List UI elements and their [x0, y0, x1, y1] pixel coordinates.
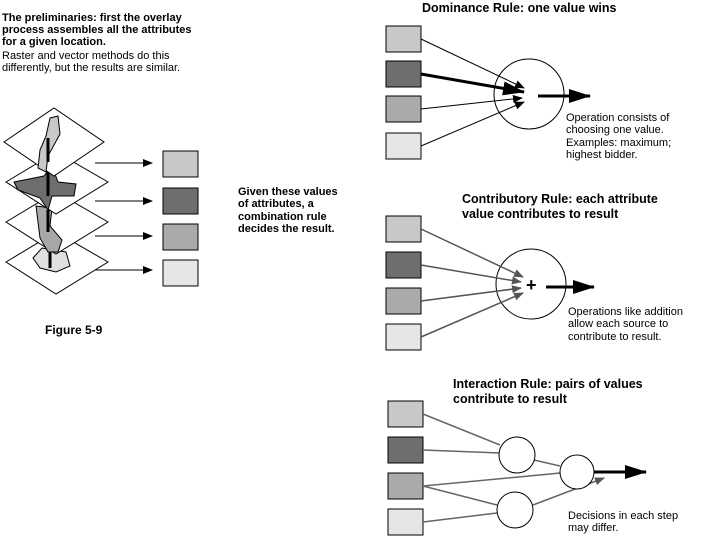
interaction-swatch-4 — [387, 508, 424, 536]
swatch-2 — [162, 187, 199, 215]
dominance-swatch-3 — [385, 95, 422, 123]
contributory-diagram: + — [385, 215, 595, 351]
dominance-diagram — [385, 25, 591, 160]
figure-label: Figure 5-9 — [45, 323, 103, 337]
dominance-note-line-3: Examples: maximum; — [566, 137, 672, 149]
interaction-swatch-3 — [387, 472, 424, 500]
contributory-title-line-2: value contributes to result — [462, 207, 619, 221]
layer-arrows — [95, 159, 153, 274]
interaction-node-2 — [496, 491, 534, 529]
middle-note-line-4: decides the result. — [238, 223, 335, 235]
intro-bold-line-1: The preliminaries: first the overlay — [2, 12, 182, 24]
contributory-node — [495, 248, 567, 320]
interaction-diagram — [387, 400, 647, 536]
dominance-note-line-4: highest bidder. — [566, 149, 638, 161]
intro-bold-line-3: for a given location. — [2, 36, 106, 48]
contributory-note-line-2: allow each source to — [568, 318, 669, 330]
contributory-note-line-3: contribute to result. — [568, 331, 662, 343]
middle-note-line-3: combination rule — [238, 211, 327, 223]
interaction-node-3 — [559, 454, 595, 490]
interaction-swatch-1 — [387, 400, 424, 428]
interaction-title-line-1: Interaction Rule: pairs of values — [453, 377, 643, 391]
contributory-swatch-2 — [385, 251, 422, 279]
dominance-note-line-1: Operation consists of — [566, 112, 670, 124]
contributory-title-line-1: Contributory Rule: each attribute — [462, 192, 658, 206]
interaction-swatch-2 — [387, 436, 424, 464]
contributory-swatch-3 — [385, 287, 422, 315]
intro-bold-line-2: process assembles all the attributes — [2, 24, 192, 36]
layer-stack — [3, 107, 109, 295]
attribute-swatches — [162, 150, 199, 287]
contributory-note-line-1: Operations like addition — [568, 306, 683, 318]
dominance-node — [493, 58, 565, 130]
dominance-swatch-2 — [385, 60, 422, 88]
interaction-title-line-2: contribute to result — [453, 392, 567, 406]
contributory-swatch-1 — [385, 215, 422, 243]
dominance-note-line-2: choosing one value. — [566, 124, 664, 136]
middle-note-line-1: Given these values — [238, 186, 338, 198]
swatch-1 — [162, 150, 199, 178]
interaction-note-line-2: may differ. — [568, 522, 619, 534]
interaction-note-line-1: Decisions in each step — [568, 510, 679, 522]
dominance-swatch-1 — [385, 25, 422, 53]
middle-note-line-2: of attributes, a — [238, 198, 314, 210]
contributory-swatch-4 — [385, 323, 422, 351]
swatch-3 — [162, 223, 199, 251]
contributory-plus: + — [526, 275, 537, 295]
intro-line-5: differently, but the results are similar… — [2, 62, 181, 74]
layer-1 — [3, 107, 105, 177]
dominance-swatch-4 — [385, 132, 422, 160]
swatch-4 — [162, 259, 199, 287]
intro-line-4: Raster and vector methods do this — [2, 50, 170, 62]
dominance-title: Dominance Rule: one value wins — [422, 1, 617, 15]
interaction-node-1 — [498, 436, 536, 474]
